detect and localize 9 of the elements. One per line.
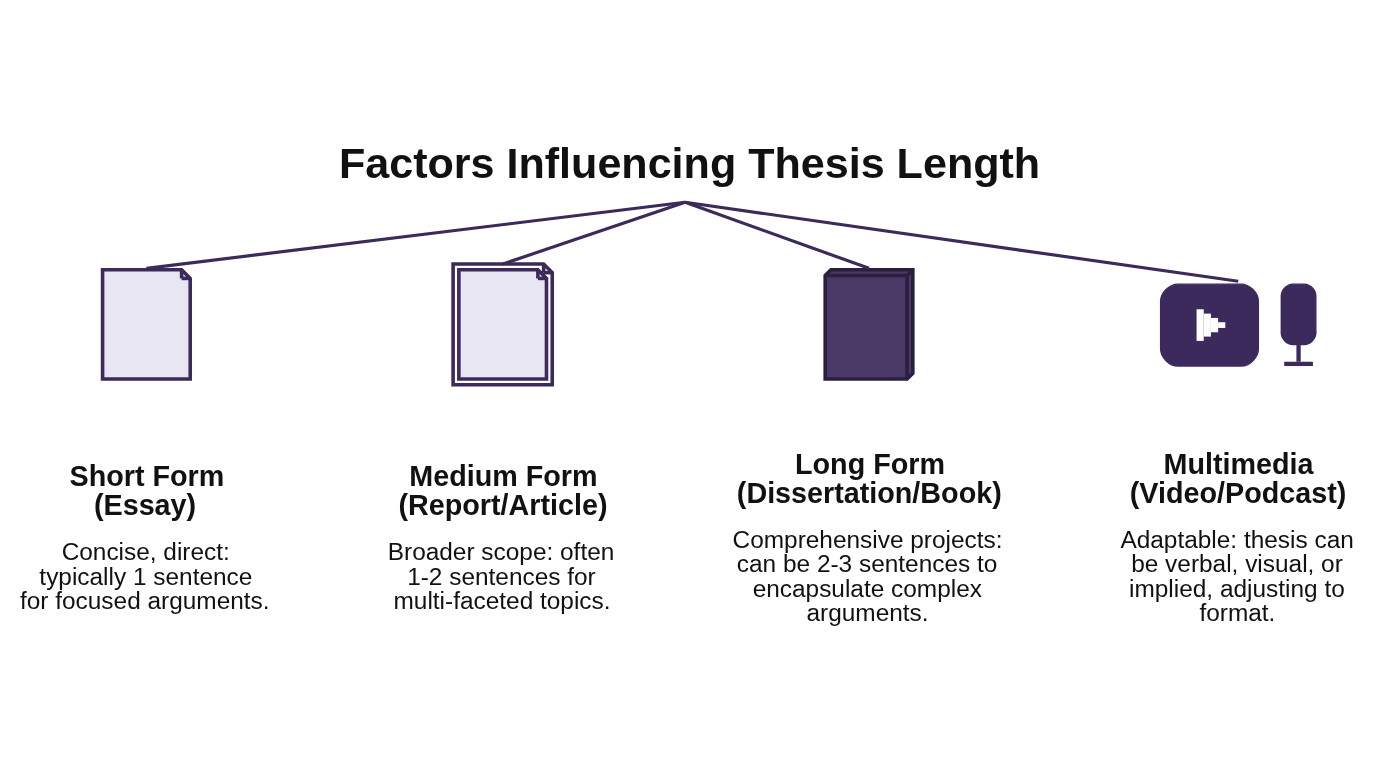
node-label: Adaptable: thesis can be verbal, visual, or implied, adjusting to format. bbox=[1120, 525, 1354, 627]
node-text: Factors Influencing Thesis Length bbox=[338, 138, 1041, 187]
node-label: Concise, direct: typically 1 sentence for focused arguments. bbox=[19, 538, 270, 614]
node-label: Broader scope: often 1-2 sentences for multi-faceted topics. bbox=[387, 538, 615, 614]
node-label: Short Form (Essay) bbox=[69, 460, 225, 521]
node-label: Long Form (Dissertation/Book) bbox=[736, 447, 1002, 509]
node-label: Medium Form (Report/Article) bbox=[398, 460, 608, 521]
node-label: Multimedia (Video/Podcast) bbox=[1129, 447, 1347, 509]
node-label: Comprehensive projects: can be 2-3 sentences to encapsulate complex arguments. bbox=[732, 525, 1003, 627]
